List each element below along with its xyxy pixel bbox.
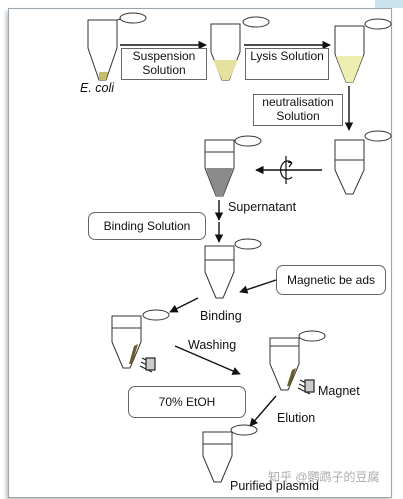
tube-neutralised <box>334 130 392 195</box>
arrow-elution <box>249 395 277 427</box>
centrifuge-rotation-icon <box>280 156 293 184</box>
label-binding: Binding <box>200 309 242 323</box>
box-lysis-solution: Lysis Solution <box>245 48 329 80</box>
label-suspension-solution: Suspension Solution <box>132 49 196 77</box>
tube-purified <box>202 424 258 483</box>
arrow-magnetic-beads <box>239 279 277 294</box>
watermark: 知乎 @鹦鹉子的豆腐 <box>268 470 380 484</box>
tube-washing <box>269 330 326 391</box>
label-neutralisation-solution: neutralisation Solution <box>262 95 334 123</box>
arrow-to-binding <box>169 297 199 313</box>
label-lysis-solution: Lysis Solution <box>250 49 324 63</box>
label-magnet: Magnet <box>318 384 360 398</box>
magnet-icon-left <box>139 357 156 373</box>
label-washing: Washing <box>188 338 237 352</box>
tube-lysis <box>334 18 392 83</box>
tube-ecoli <box>87 12 147 81</box>
arrow-washing <box>174 345 241 375</box>
magnet-icon-right <box>297 379 315 395</box>
tube-binding-solution <box>204 238 262 299</box>
label-ecoli: E. coli <box>80 81 115 95</box>
box-etoh: 70% EtOH <box>128 386 246 418</box>
tube-supernatant <box>204 135 262 197</box>
tube-binding <box>111 309 170 369</box>
label-purified-plasmid: Purified plasmid <box>230 479 319 493</box>
box-suspension-solution: Suspension Solution <box>121 48 207 80</box>
box-binding-solution: Binding Solution <box>88 212 206 240</box>
box-neutralisation-solution: neutralisation Solution <box>253 94 343 126</box>
label-supernatant: Supernatant <box>228 200 297 214</box>
label-elution: Elution <box>277 411 316 425</box>
box-magnetic-beads: Magnetic be ads <box>276 265 386 295</box>
tube-suspension <box>210 16 270 81</box>
corner-accent <box>375 0 403 8</box>
